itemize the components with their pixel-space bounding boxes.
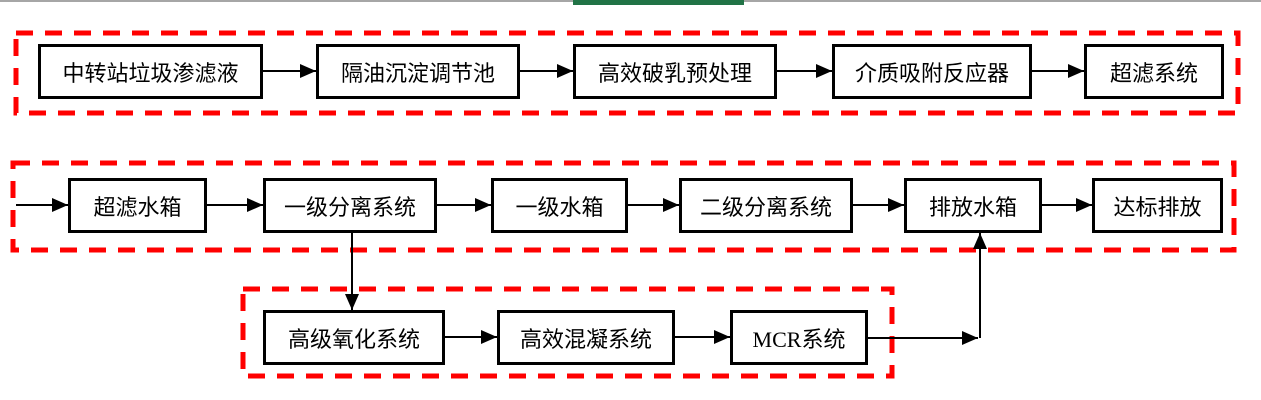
pretreatment-stage-border	[13, 30, 1241, 116]
node-mcr-system: MCR系统	[730, 310, 868, 365]
node-stage1-water-tank: 一级水箱	[491, 178, 628, 233]
green-accent-bar	[573, 0, 744, 5]
node-media-adsorption-reactor: 介质吸附反应器	[832, 44, 1032, 99]
node-uf-water-tank: 超滤水箱	[68, 178, 207, 233]
node-stage1-separation-system: 一级分离系统	[263, 178, 437, 233]
node-oil-separation-sedimentation-tank: 隔油沉淀调节池	[316, 44, 520, 99]
membrane-separation-stage-border	[10, 160, 1237, 253]
node-advanced-oxidation-system: 高级氧化系统	[263, 310, 445, 365]
node-ultrafiltration-system: 超滤系统	[1084, 44, 1224, 99]
advanced-treatment-stage-border	[240, 286, 895, 379]
node-discharge-water-tank: 排放水箱	[904, 178, 1042, 233]
node-coagulation-system: 高效混凝系统	[497, 310, 675, 365]
node-stage2-separation-system: 二级分离系统	[679, 178, 853, 233]
node-demulsification-pretreatment: 高效破乳预处理	[573, 44, 777, 99]
node-compliant-discharge: 达标排放	[1092, 178, 1223, 233]
node-transfer-station-leachate: 中转站垃圾渗滤液	[38, 44, 263, 99]
